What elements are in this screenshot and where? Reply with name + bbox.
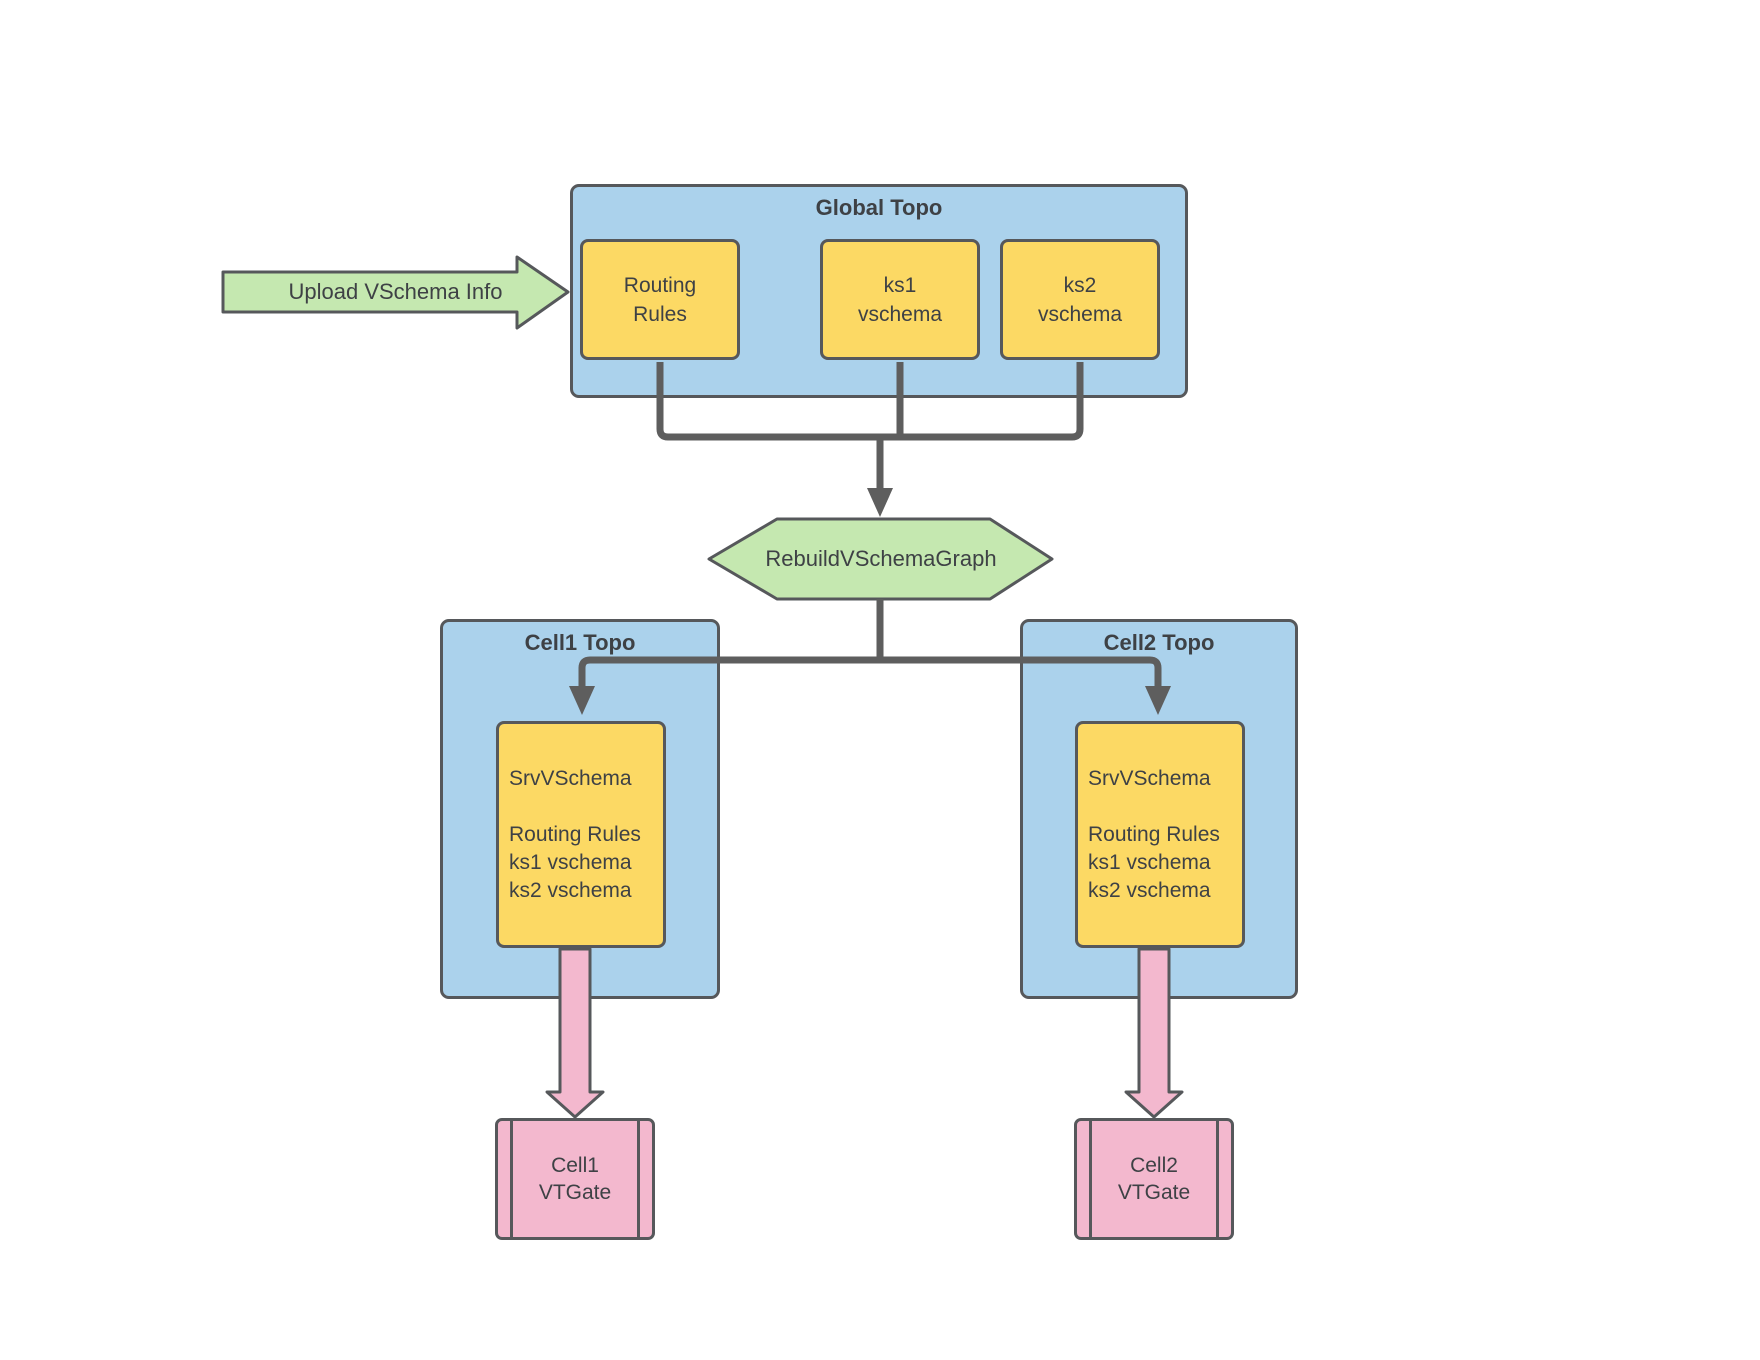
cell2-srvvschema-node: SrvVSchema Routing Rules ks1 vschema ks2… bbox=[1075, 721, 1245, 948]
ks1-vschema-node: ks1 vschema bbox=[820, 239, 980, 360]
rebuild-arrowhead-icon bbox=[867, 488, 893, 517]
global-topo-title: Global Topo bbox=[815, 195, 943, 220]
vtgate-right-rail bbox=[1216, 1121, 1219, 1237]
cell1-vtgate-label: Cell1 VTGate bbox=[538, 1154, 612, 1204]
vtgate-left-rail bbox=[510, 1121, 513, 1237]
rebuild-hexagon-label: RebuildVSchemaGraph bbox=[765, 546, 997, 571]
cell1-srvvschema-text: SrvVSchema Routing Rules ks1 vschema ks2… bbox=[509, 766, 641, 902]
cell2-topo-title: Cell2 Topo bbox=[1103, 630, 1215, 655]
vtgate-left-rail bbox=[1089, 1121, 1092, 1237]
vtgate-right-rail bbox=[637, 1121, 640, 1237]
cell1-srvvschema-node: SrvVSchema Routing Rules ks1 vschema ks2… bbox=[496, 721, 666, 948]
cell2-vtgate-node: Cell2 VTGate bbox=[1074, 1118, 1234, 1240]
cell1-topo-container: Cell1 Topo SrvVSchema Routing Rules ks1 … bbox=[440, 619, 720, 999]
ks2-vschema-node: ks2 vschema bbox=[1000, 239, 1160, 360]
upload-arrow-label: Upload VSchema Info bbox=[288, 279, 503, 304]
cell2-vtgate-label: Cell2 VTGate bbox=[1117, 1154, 1191, 1204]
global-topo-container: Global Topo Routing Rules ks1 vschema ks… bbox=[570, 184, 1188, 398]
cell1-vtgate-node: Cell1 VTGate bbox=[495, 1118, 655, 1240]
cell2-srvvschema-text: SrvVSchema Routing Rules ks1 vschema ks2… bbox=[1088, 766, 1220, 902]
cell1-topo-title: Cell1 Topo bbox=[524, 630, 636, 655]
routing-rules-label: Routing Rules bbox=[623, 273, 697, 326]
routing-rules-node: Routing Rules bbox=[580, 239, 740, 360]
ks2-vschema-label: ks2 vschema bbox=[1037, 273, 1123, 326]
cell2-topo-container: Cell2 Topo SrvVSchema Routing Rules ks1 … bbox=[1020, 619, 1298, 999]
ks1-vschema-label: ks1 vschema bbox=[857, 273, 943, 326]
